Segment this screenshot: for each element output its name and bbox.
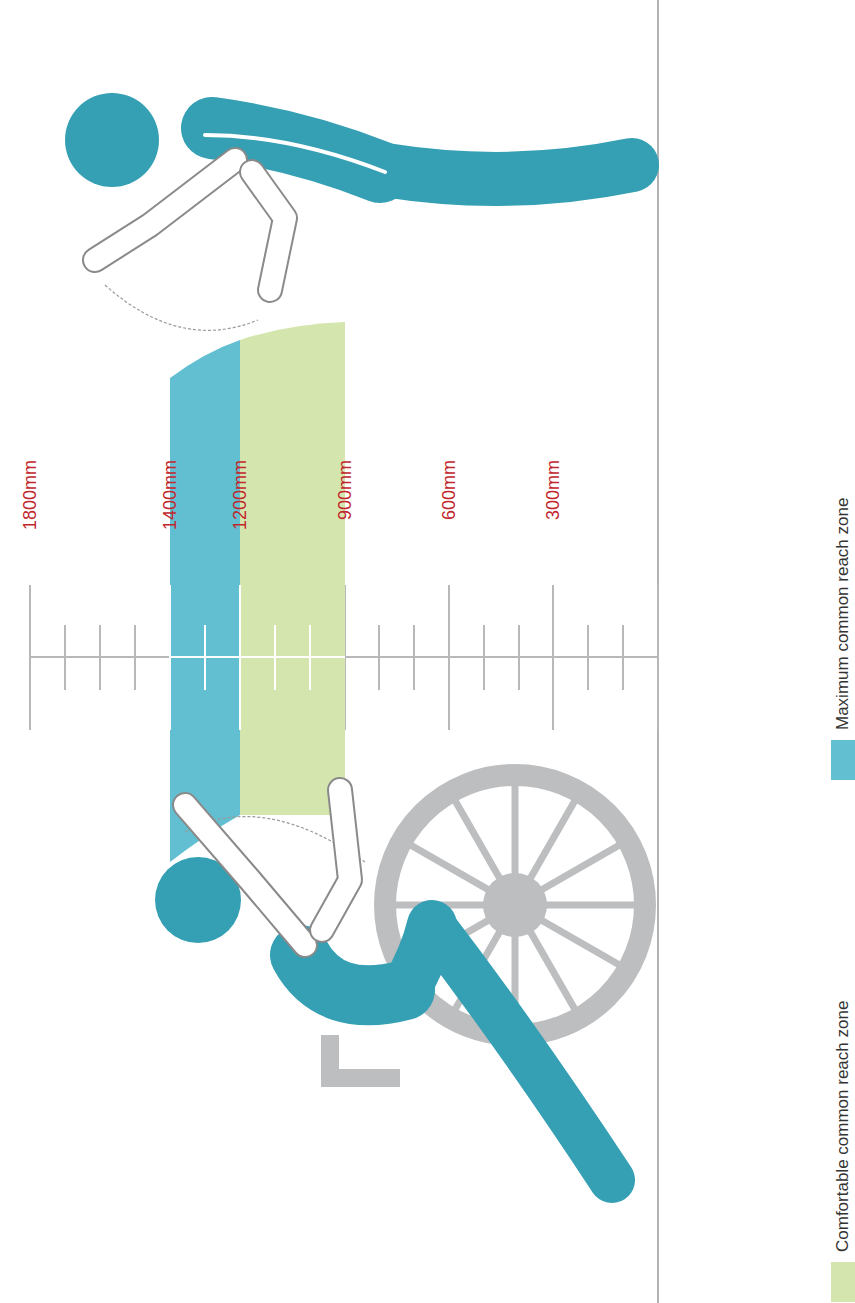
scale-label: 600mm [438,460,460,560]
legend-swatch [831,740,855,780]
scale-label: 1400mm [159,460,181,560]
scale-label: 1800mm [19,460,41,560]
floor-line [657,0,659,1303]
legend-swatch [831,1262,855,1302]
band-ticks [170,585,345,730]
wheelchair-user [155,775,645,1180]
scale-label: 300mm [542,460,564,560]
legend-label: Comfortable common reach zone [832,952,854,1252]
maximum-reach-band [170,340,240,862]
legend-label: Maximum common reach zone [832,430,854,730]
standing-person [65,93,632,330]
comfortable-reach-band [240,322,345,815]
scale-label: 1200mm [229,460,251,560]
scale-label: 900mm [334,460,356,560]
